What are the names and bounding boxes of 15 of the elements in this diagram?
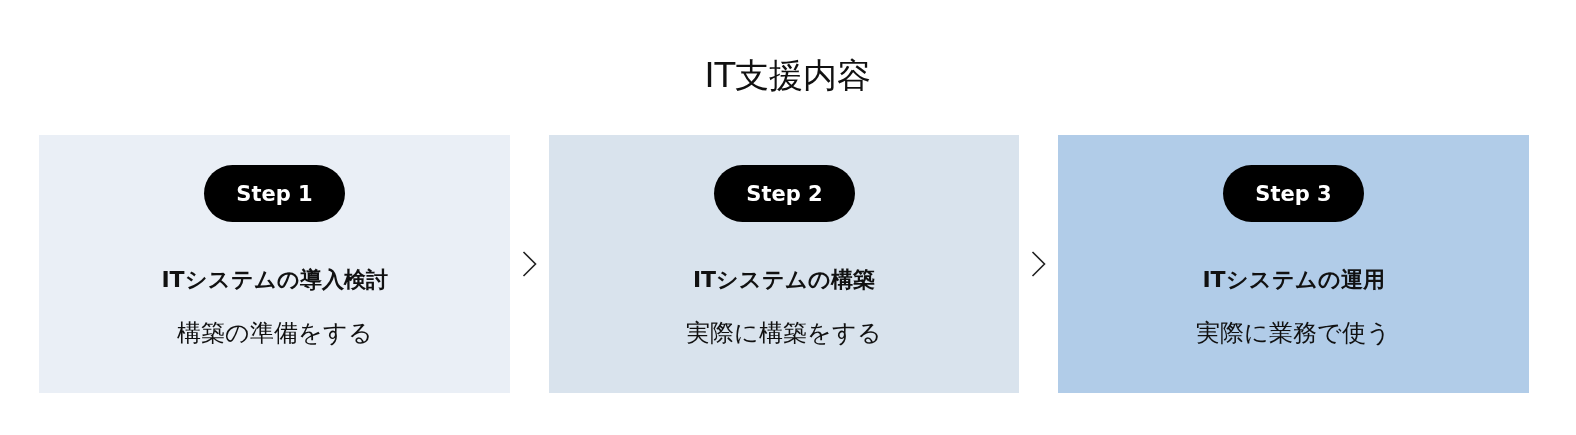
step-description: 構築の準備をする xyxy=(176,318,373,349)
chevron-arrow xyxy=(1031,251,1046,277)
step-panel xyxy=(39,135,510,393)
step-panel xyxy=(1058,135,1529,393)
title: IT支援内容 xyxy=(704,54,872,97)
chevron-arrow xyxy=(522,251,537,277)
step-pill: Step 1 xyxy=(204,165,345,222)
step-heading: ITシステムの運用 xyxy=(1202,266,1385,294)
step-description: 実際に構築をする xyxy=(686,318,882,349)
step-description: 実際に業務で使う xyxy=(1196,318,1391,349)
step-panel xyxy=(549,135,1019,393)
step-pill: Step 2 xyxy=(714,165,855,222)
step-heading: ITシステムの構築 xyxy=(692,266,876,294)
step-pill: Step 3 xyxy=(1223,165,1364,222)
step-heading: ITシステムの導入検討 xyxy=(161,266,388,294)
